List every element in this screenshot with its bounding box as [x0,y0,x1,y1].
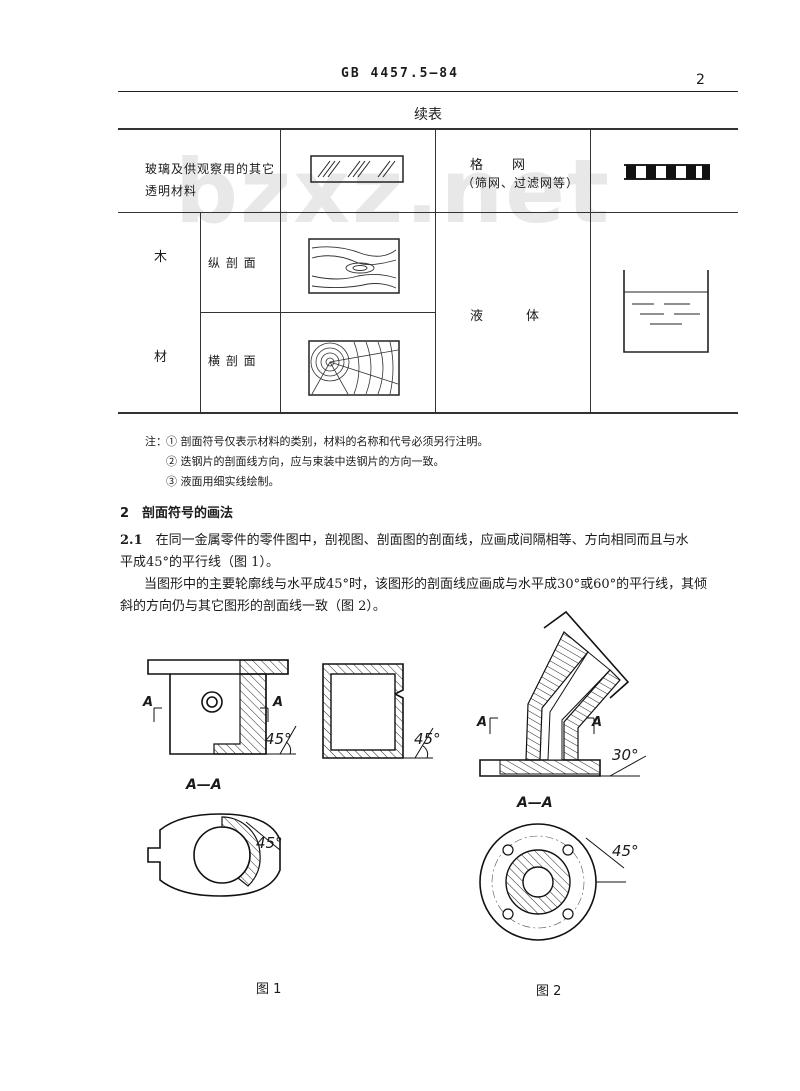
figure1-housing-section [147,659,297,755]
mesh-sublabel: （筛网、过滤网等） [462,176,580,190]
figure1-caption: 图 1 [256,982,282,997]
angle-label: 30° [612,746,639,764]
wood-label-top: 木 [154,250,169,265]
glass-label-line2: 透明材料 [145,184,198,198]
table-col-line [590,128,591,412]
note-item: ① 剖面符号仅表示材料的类别，材料的名称和代号必须另行注明。 [166,435,489,448]
section-mark-A: A [143,695,154,710]
section-title-AA: A—A [186,777,222,793]
angle-label: 45° [414,730,441,748]
table-col-line [435,128,436,412]
figure2-caption: 图 2 [536,984,562,999]
table-row-rule [118,212,738,213]
wood-label-bottom: 材 [154,350,169,365]
table-bottom-rule [118,412,738,414]
table-wood-rule [200,312,435,313]
notes-label: 注： [145,435,167,448]
section-title-AA: A—A [517,795,553,811]
section-mark-A: A [592,715,603,730]
note-item: ③ 液面用细实线绘制。 [166,475,280,488]
paragraph-line: 平成45°的平行线（图 1）。 [120,555,279,570]
table-top-rule [118,128,738,130]
glass-label-line1: 玻璃及供观察用的其它 [145,162,276,176]
table-col-line [280,128,281,412]
section-mark-A: A [477,715,488,730]
section-mark-A: A [273,695,284,710]
page-number: 2 [696,72,705,88]
table-caption: 续表 [414,107,442,123]
mesh-label: 格 网 [470,158,527,173]
section-heading: 2 剖面符号的画法 [120,506,234,521]
liquid-label: 液 体 [470,309,541,324]
angle-label: 45° [256,834,283,852]
paragraph-line: 在同一金属零件的零件图中，剖视图、剖面图的剖面线，应画成间隔相等、方向相同而且与… [142,533,689,548]
wood-grain-long-symbol [308,238,400,294]
wood-cross-label: 横 剖 面 [208,354,257,368]
mesh-symbol [624,164,710,180]
paragraph-line: 斜的方向仍与其它图形的剖面线一致（图 2）。 [120,599,386,614]
paragraph-2-1: 2.1 在同一金属零件的零件图中，剖视图、剖面图的剖面线，应画成间隔相等、方向相… [120,530,740,552]
clause-number: 2.1 [120,533,143,548]
figure1-cup-section [322,663,434,759]
liquid-symbol [623,270,709,353]
header-rule [118,91,738,92]
figure1-aa-section [147,813,281,897]
angle-label: 45° [612,842,639,860]
wood-long-label: 纵 剖 面 [208,256,257,270]
figure2-aa-flange [479,823,626,941]
paragraph-line: 当图形中的主要轮廓线与水平成45°时，该图形的剖面线应画成与水平成30°或60°… [144,577,708,592]
angle-label: 45° [265,730,292,748]
glass-hatch-symbol [310,155,404,183]
wood-grain-cross-symbol [308,340,400,396]
note-item: ② 迭钢片的剖面线方向，应与束装中迭钢片的方向一致。 [166,455,445,468]
standard-header: GB 4457.5—84 [341,66,459,81]
figure2-elbow-section [479,610,647,777]
table-col-line [200,212,201,412]
